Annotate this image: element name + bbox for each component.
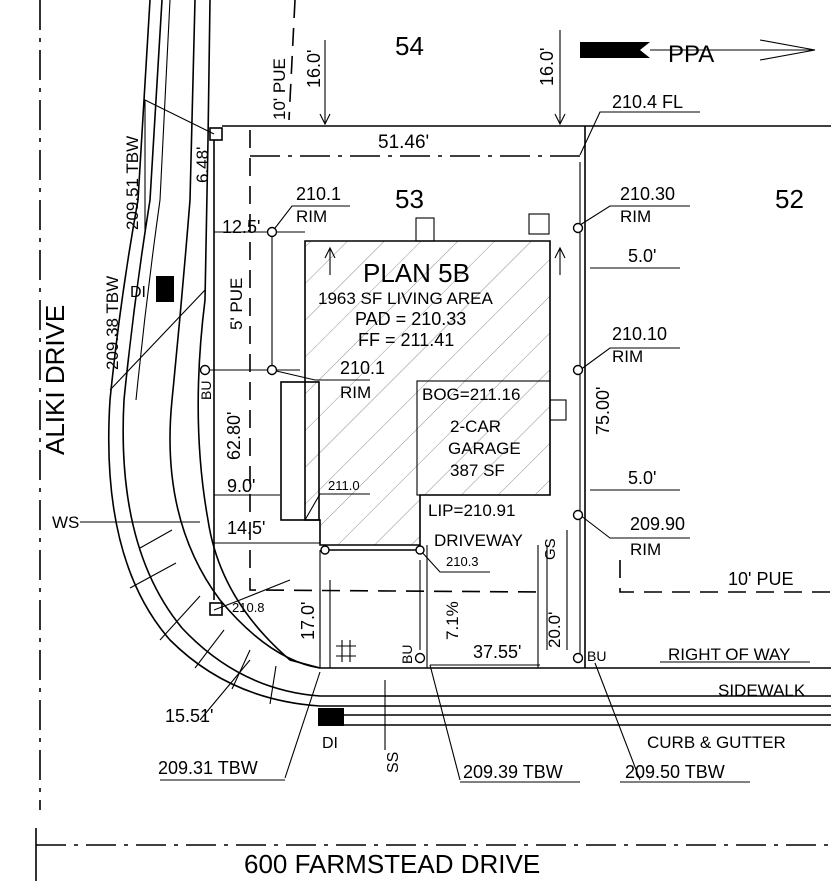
garage-area: 387 SF <box>450 461 505 480</box>
elev-209-90: 209.90 <box>630 514 685 534</box>
curb-gutter-label: CURB & GUTTER <box>647 733 786 752</box>
north-arrow-icon: PPA <box>580 39 816 68</box>
garage-line1: 2-CAR <box>450 417 501 436</box>
bu-label-east: BU <box>587 648 606 664</box>
plan-pad: PAD = 210.33 <box>355 309 466 329</box>
elev-210-10: 210.10 <box>612 324 667 344</box>
dim-75: 75.00' <box>593 387 613 435</box>
garage-lip: LIP=210.91 <box>428 501 515 520</box>
drain-inlet-west <box>156 276 174 302</box>
garage-line2: GARAGE <box>448 439 521 458</box>
pue-line-west <box>249 130 541 593</box>
bu-label-south: BU <box>399 645 415 664</box>
elev-211-0: 211.0 <box>328 478 360 493</box>
dim-20: 20.0' <box>545 612 564 648</box>
rim-label-mid: RIM <box>340 383 371 402</box>
leader-lines <box>109 99 810 783</box>
elev-209-31: 209.31 TBW <box>158 758 258 778</box>
rim-label-210-10: RIM <box>612 347 643 366</box>
elev-210-3: 210.3 <box>446 554 479 569</box>
elev-210-8: 210.8 <box>232 600 265 615</box>
garage-bog: BOG=211.16 <box>422 385 520 404</box>
sidewalk-label: SIDEWALK <box>718 681 806 700</box>
street-name-south: 600 FARMSTEAD DRIVE <box>244 849 540 879</box>
ws-label: WS <box>52 513 79 532</box>
walk-marker-right <box>415 545 425 555</box>
bu-marker-south <box>414 652 426 664</box>
elev-209-38: 209.38 TBW <box>103 276 122 370</box>
di-label-south: DI <box>322 735 338 752</box>
dim-15-51: 15.51' <box>165 706 213 726</box>
dim-37-55: 37.55' <box>473 642 521 662</box>
dim-slope: 7.1% <box>443 601 462 640</box>
elev-fl: 210.4 FL <box>612 92 683 112</box>
dimension-lines <box>80 30 680 666</box>
right-of-way-label: RIGHT OF WAY <box>668 645 790 664</box>
lot-number-54: 54 <box>395 31 424 61</box>
rim-marker-top <box>266 226 278 238</box>
elev-210-30: 210.30 <box>620 184 675 204</box>
pue-label-5: 5' PUE <box>227 278 246 330</box>
dim-16-right: 16.0' <box>537 48 557 86</box>
house-footprint <box>280 213 567 546</box>
rim-label-209-90: RIM <box>630 540 661 559</box>
pue-line-north <box>288 0 296 121</box>
rim-marker-209-90 <box>572 509 584 521</box>
elev-209-50: 209.50 TBW <box>625 762 725 782</box>
rim-marker-210-30 <box>572 222 584 234</box>
elev-rim-top: 210.1 <box>296 184 341 204</box>
rim-label-210-30: RIM <box>620 207 651 226</box>
dim-5-bottom: 5.0' <box>628 468 656 488</box>
labels: 54 53 52 PLAN 5B 1963 SF LIVING AREA PAD… <box>40 31 806 879</box>
bu-marker-east <box>572 652 584 664</box>
dim-17: 17.0' <box>298 602 318 640</box>
street-name-west: ALIKI DRIVE <box>40 305 70 455</box>
dim-6-48: 6.48' <box>193 147 212 183</box>
plan-living-area: 1963 SF LIVING AREA <box>318 289 493 308</box>
driveway-text: DRIVEWAY <box>434 531 523 550</box>
dim-5-top: 5.0' <box>628 246 656 266</box>
bu-label-west: BU <box>198 381 214 400</box>
dim-16-left: 16.0' <box>304 50 324 88</box>
dim-12-5: 12.5' <box>222 217 260 237</box>
dim-9: 9.0' <box>227 476 255 496</box>
ss-label: SS <box>385 752 402 773</box>
walk-marker-left <box>320 545 330 555</box>
aliki-drive-roadway <box>107 0 831 726</box>
gs-label: GS <box>542 538 559 560</box>
bu-marker-west <box>199 364 211 376</box>
dim-lot-width: 51.46' <box>378 132 429 153</box>
pue-line-east <box>619 560 831 593</box>
elev-209-39: 209.39 TBW <box>463 762 563 782</box>
water-service-symbol <box>336 640 356 662</box>
north-arrow-text: PPA <box>668 41 714 68</box>
plan-name: PLAN 5B <box>363 258 470 288</box>
elev-209-51: 209.51 TBW <box>123 136 142 230</box>
rim-label-top: RIM <box>296 207 327 226</box>
corner-monument-south <box>209 602 223 616</box>
drain-inlet-south <box>318 708 344 726</box>
dim-14-5: 14.5' <box>227 518 265 538</box>
pue-label-north: 10' PUE <box>270 58 289 120</box>
pue-label-east: 10' PUE <box>728 569 793 589</box>
lot-number-53: 53 <box>395 184 424 214</box>
lot-number-52: 52 <box>775 184 804 214</box>
dim-62-80: 62.80' <box>224 412 244 460</box>
di-label-west: DI <box>130 284 146 301</box>
rim-marker-210-10 <box>572 364 584 376</box>
rim-marker-mid <box>266 364 278 376</box>
elev-rim-mid: 210.1 <box>340 358 385 378</box>
plan-ff: FF = 211.41 <box>358 330 454 350</box>
corner-monument-north <box>209 127 223 141</box>
utility-markers <box>156 127 584 726</box>
